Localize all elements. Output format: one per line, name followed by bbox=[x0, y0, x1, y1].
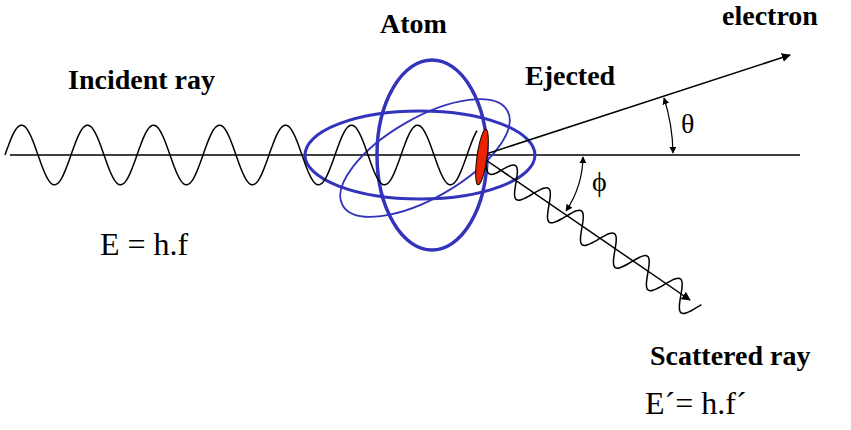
atom-orbit bbox=[305, 111, 535, 199]
angle-arc bbox=[664, 98, 673, 153]
angle-arc bbox=[566, 157, 583, 211]
electron-label: Ejected bbox=[525, 60, 615, 92]
scattered-wave bbox=[483, 160, 701, 313]
energy-formula: E´= h.f´ bbox=[645, 385, 747, 422]
angle-symbol: θ bbox=[681, 108, 694, 140]
incident-wave bbox=[5, 125, 477, 185]
energy-formula: E = h.f bbox=[100, 226, 188, 263]
electron-path bbox=[483, 55, 790, 155]
ray-label: Scattered ray bbox=[650, 340, 810, 372]
axis-line bbox=[10, 154, 800, 156]
angle-symbol: ϕ bbox=[592, 166, 607, 198]
atom-label: Atom bbox=[380, 8, 447, 40]
electron-symbol bbox=[473, 129, 491, 186]
ray-label: Incident ray bbox=[68, 64, 215, 96]
scattered-path bbox=[483, 158, 690, 300]
atom-orbit bbox=[323, 76, 528, 240]
electron-label: electron bbox=[722, 0, 818, 32]
atom-orbit bbox=[377, 60, 487, 250]
